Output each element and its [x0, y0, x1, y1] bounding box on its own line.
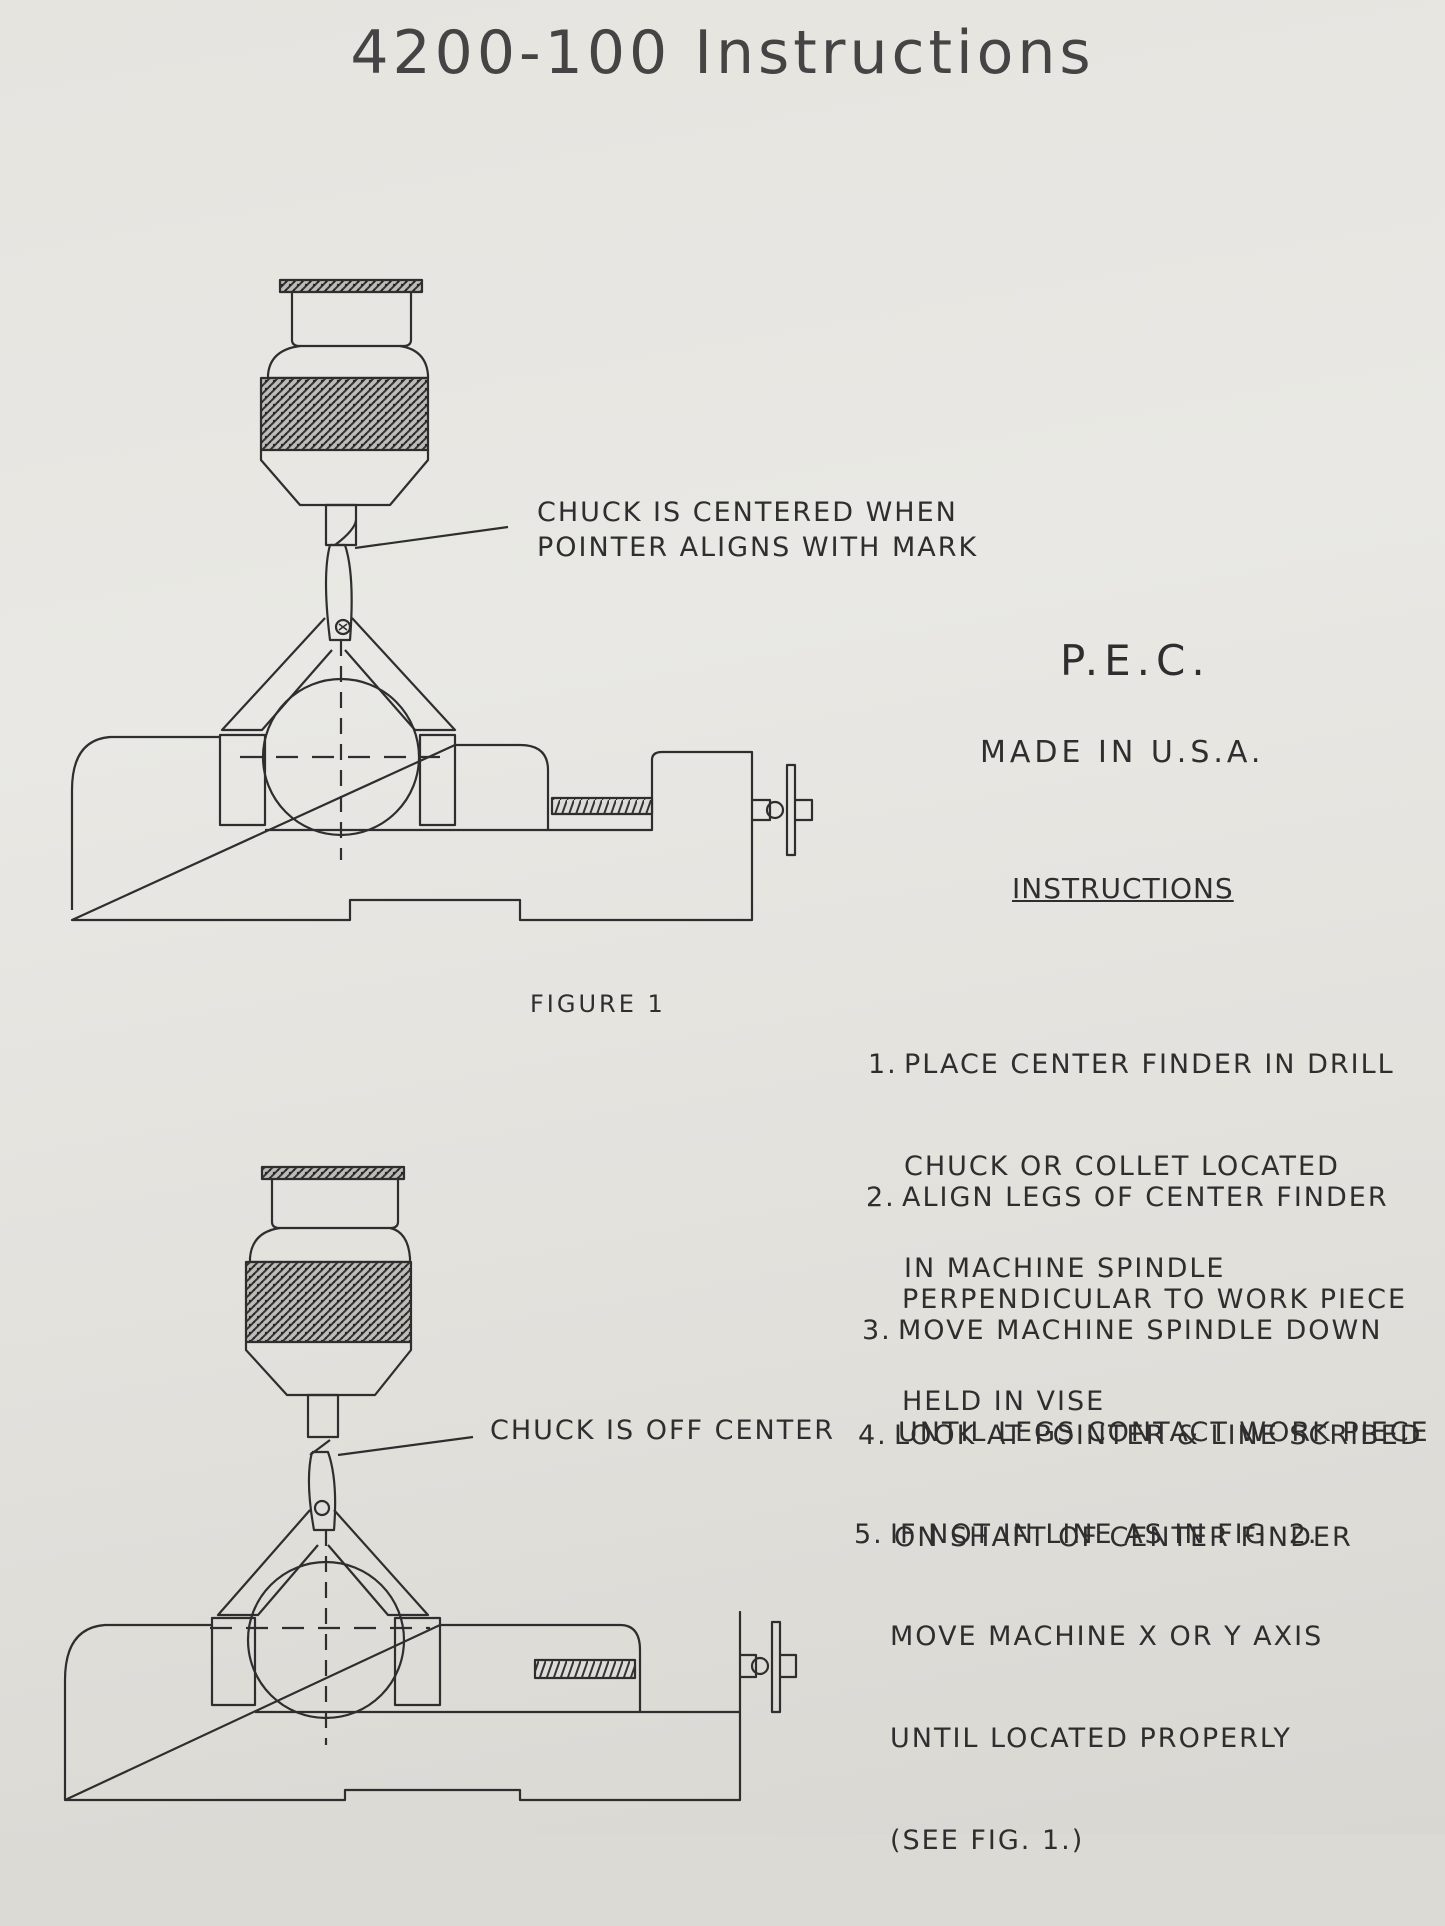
figure-1-callout-line-1: CHUCK IS CENTERED WHEN — [537, 497, 958, 528]
step-number: 2. — [866, 1182, 896, 1213]
callout-2-leader — [337, 1435, 474, 1457]
document-title: 4200-100 Instructions — [350, 18, 1095, 88]
instructions-heading: INSTRUCTIONS — [1012, 872, 1234, 905]
callout-1-leader — [354, 525, 509, 550]
step-text: UNTIL LEGS CONTACT WORK PIECE — [898, 1417, 1430, 1448]
figure-1-callout-line-2: POINTER ALIGNS WITH MARK — [537, 532, 979, 563]
chuck-upper-body — [290, 292, 413, 348]
figure-2-drawing — [63, 1165, 798, 1802]
lead-screw — [550, 796, 654, 816]
step-text: PLACE CENTER FINDER IN DRILL — [904, 1049, 1395, 1080]
step-text: MOVE MACHINE X OR Y AXIS — [890, 1621, 1324, 1652]
instruction-step-2: 2.ALIGN LEGS OF CENTER FINDER PERPENDICU… — [866, 1113, 1407, 1487]
step-number: 5. — [854, 1519, 884, 1550]
step-text: HELD IN VISE — [902, 1386, 1106, 1417]
chuck-top-rim — [278, 278, 424, 294]
instruction-sheet: 4200-100 Instructions — [0, 0, 1445, 1856]
step-text: ON SHAFT OF CENTER FINDER — [894, 1522, 1353, 1553]
instruction-step-4: 4.LOOK AT POINTER & LINE SCRIBED ON SHAF… — [858, 1351, 1422, 1623]
step-text: CHUCK OR COLLET LOCATED — [904, 1151, 1340, 1182]
instruction-step-1: 1.PLACE CENTER FINDER IN DRILL CHUCK OR … — [868, 980, 1395, 1354]
chuck-top-rim-2 — [260, 1165, 406, 1181]
vise-base — [70, 735, 754, 922]
chuck-knurled-sleeve — [259, 376, 430, 452]
lead-screw-2 — [533, 1658, 637, 1680]
step-text: ALIGN LEGS OF CENTER FINDER — [902, 1182, 1389, 1213]
figure-1-drawing — [70, 278, 814, 922]
step-text: IF NOT IN LINE AS IN FIG. 2. — [890, 1519, 1319, 1550]
made-in-label: MADE IN U.S.A. — [980, 735, 1265, 770]
step-text: MOVE MACHINE SPINDLE DOWN — [898, 1315, 1383, 1346]
instruction-step-5: 5.IF NOT IN LINE AS IN FIG. 2. MOVE MACH… — [854, 1450, 1323, 1926]
step-text: UNTIL LOCATED PROPERLY — [890, 1723, 1292, 1754]
figure-2-callout: CHUCK IS OFF CENTER — [490, 1415, 836, 1446]
step-text: IN MACHINE SPINDLE — [904, 1253, 1226, 1284]
instruction-step-3: 3.MOVE MACHINE SPINDLE DOWN UNTIL LEGS C… — [862, 1246, 1430, 1518]
brand-name: P.E.C. — [1060, 636, 1211, 685]
chuck-knurled-sleeve-2 — [244, 1260, 413, 1344]
pointer — [324, 543, 353, 642]
vise-base-2 — [63, 1610, 742, 1802]
step-number: 1. — [868, 1049, 898, 1080]
step-number: 3. — [862, 1315, 892, 1346]
figure-1-callout: CHUCK IS CENTERED WHEN POINTER ALIGNS WI… — [537, 495, 978, 565]
step-text: LOOK AT POINTER & LINE SCRIBED — [894, 1420, 1423, 1451]
step-text: PERPENDICULAR TO WORK PIECE — [902, 1284, 1408, 1315]
vise-handle — [785, 763, 797, 857]
figure-1-caption: FIGURE 1 — [530, 990, 666, 1018]
step-text: (SEE FIG. 1.) — [890, 1825, 1085, 1856]
step-number: 4. — [858, 1420, 888, 1451]
legs-left — [220, 617, 333, 732]
